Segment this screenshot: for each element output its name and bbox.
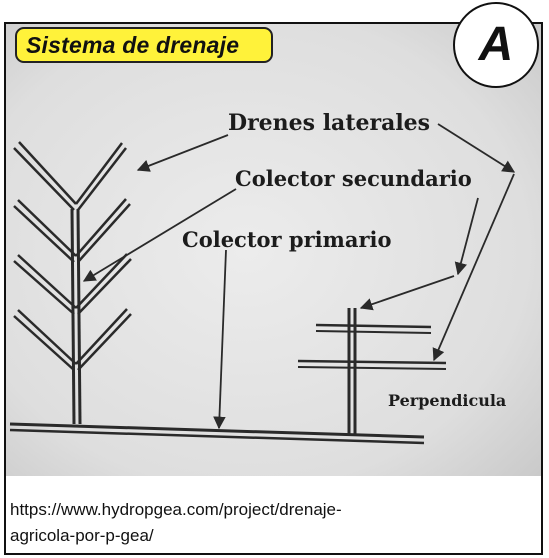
figure-frame: Drenes laterales Colector secundario Col… <box>4 22 543 555</box>
drainage-diagram-svg: Drenes laterales Colector secundario Col… <box>6 24 541 476</box>
arrow-to-perpendicular-laterals <box>432 173 515 362</box>
herringbone-laterals <box>13 141 132 371</box>
herringbone-trunk <box>70 208 82 425</box>
source-url-line-2: agricola-por-p-gea/ <box>10 526 154 545</box>
diagram-title: Sistema de drenaje <box>15 27 273 63</box>
paper-background <box>6 24 541 476</box>
label-colector-primario: Colector primario <box>182 227 392 252</box>
arrow-right-secondary <box>454 197 479 276</box>
perpendicular-system <box>297 308 447 434</box>
primary-collector-line <box>9 422 425 445</box>
drainage-diagram: Drenes laterales Colector secundario Col… <box>6 24 541 476</box>
source-citation: https://www.hydropgea.com/project/drenaj… <box>10 497 530 549</box>
arrow-to-herringbone-laterals <box>136 134 229 172</box>
label-colector-secundario: Colector secundario <box>235 166 472 191</box>
leader-arrows <box>82 123 516 430</box>
panel-letter-badge: A <box>453 2 539 88</box>
arrow-to-secondary-collector <box>82 188 237 282</box>
arrow-to-right-edge <box>437 123 516 173</box>
source-url-line-1: https://www.hydropgea.com/project/drenaj… <box>10 500 342 519</box>
label-drenes-laterales: Drenes laterales <box>228 110 430 136</box>
arrow-to-primary-collector <box>213 249 227 430</box>
arrow-to-perpendicular-collector <box>359 275 455 311</box>
label-perpendicular: Perpendicula <box>388 391 506 410</box>
